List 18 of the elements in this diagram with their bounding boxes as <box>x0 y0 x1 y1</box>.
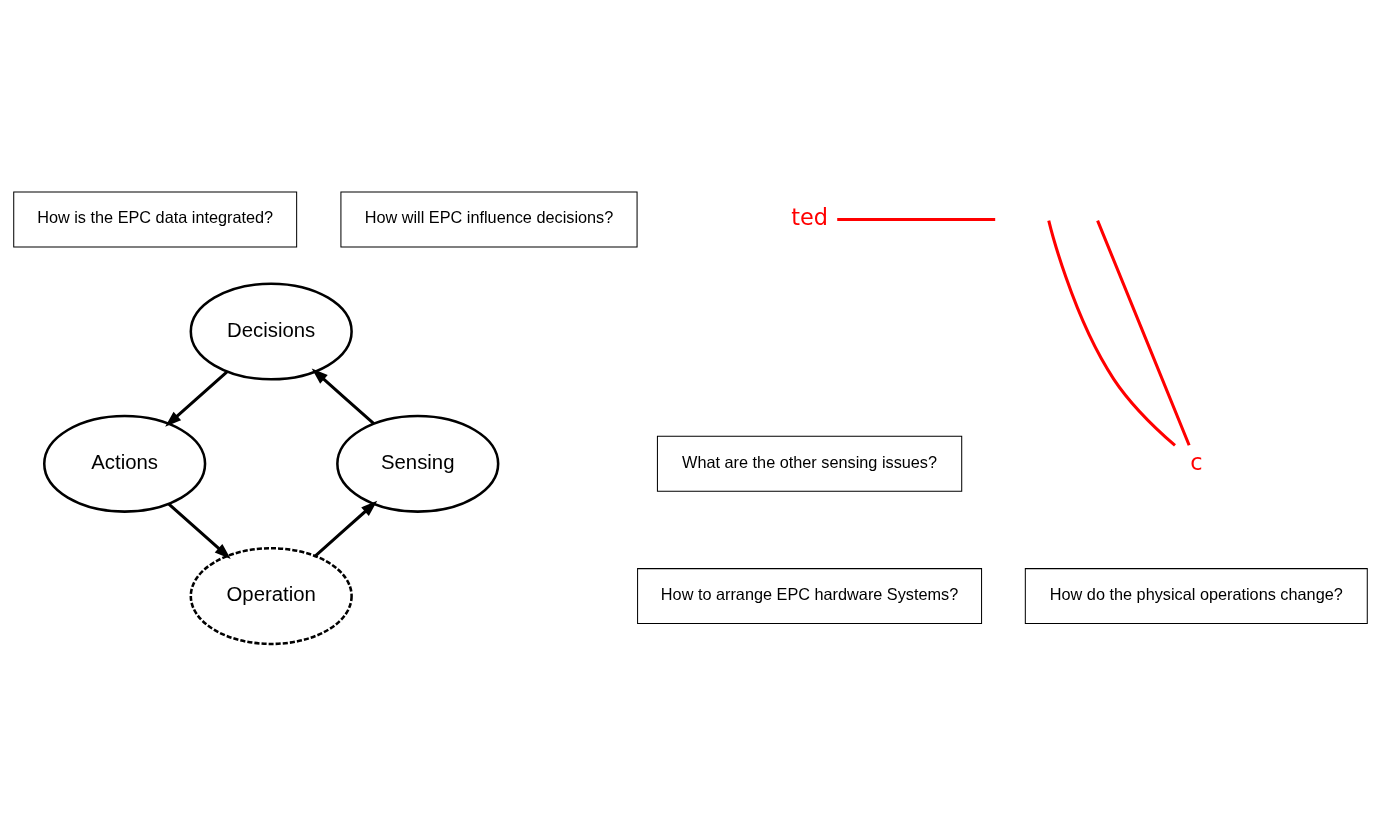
connector <box>836 218 995 222</box>
node-text: c <box>1189 448 1202 475</box>
node-ellipse: Operation <box>189 547 353 646</box>
arrow <box>164 370 228 427</box>
node-box: What are the other sensing issues? <box>656 435 962 492</box>
node-box: How will EPC influence decisions? <box>339 191 638 248</box>
node-ellipse: Actions <box>42 414 206 513</box>
node-box: How do the physical operations change? <box>1024 568 1368 625</box>
connector <box>1095 220 1191 446</box>
node-box: How to arrange EPC hardware Systems? <box>636 568 982 625</box>
node-ellipse: Decisions <box>189 282 353 381</box>
node-box: How is the EPC data integrated? <box>12 191 297 248</box>
arrow <box>167 502 231 560</box>
node-text: ted <box>790 204 828 231</box>
connector <box>1046 220 1176 447</box>
node-ellipse: Sensing <box>335 414 499 513</box>
arrow <box>313 500 377 558</box>
arrow <box>311 368 375 425</box>
